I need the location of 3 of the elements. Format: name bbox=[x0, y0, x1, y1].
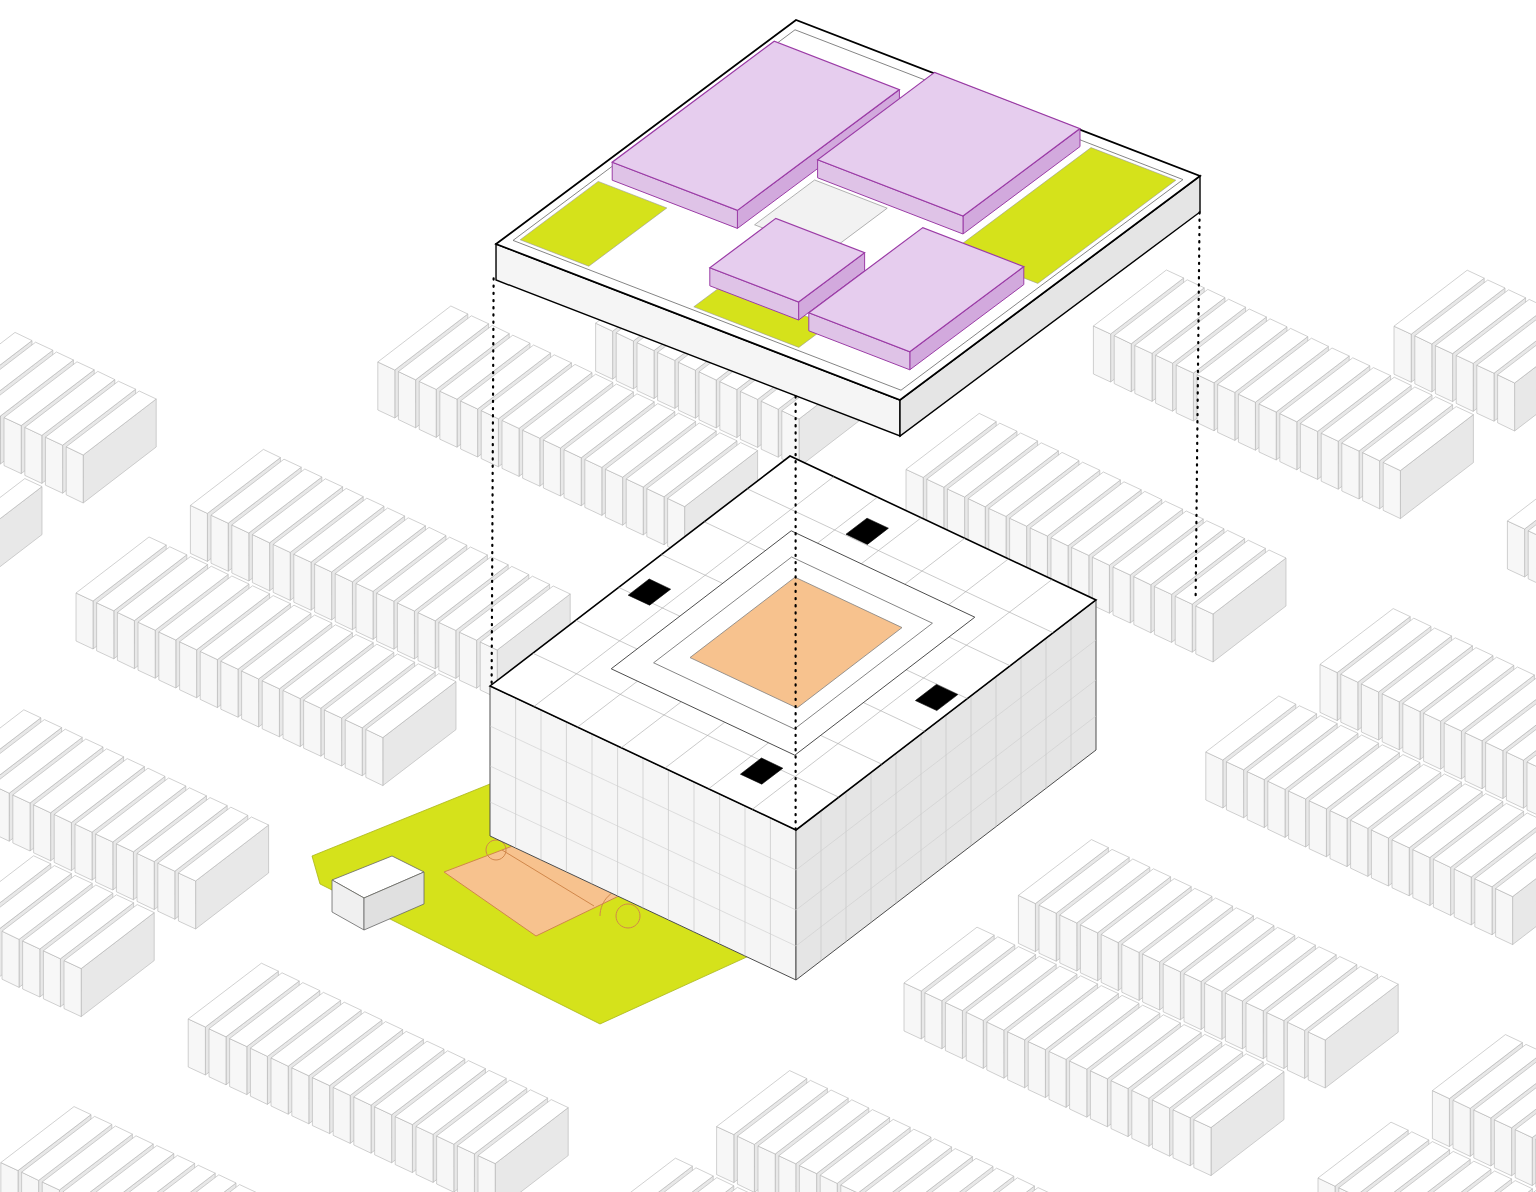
projection-line bbox=[794, 395, 797, 831]
projection-line bbox=[1194, 211, 1201, 601]
projection-line bbox=[490, 277, 495, 687]
